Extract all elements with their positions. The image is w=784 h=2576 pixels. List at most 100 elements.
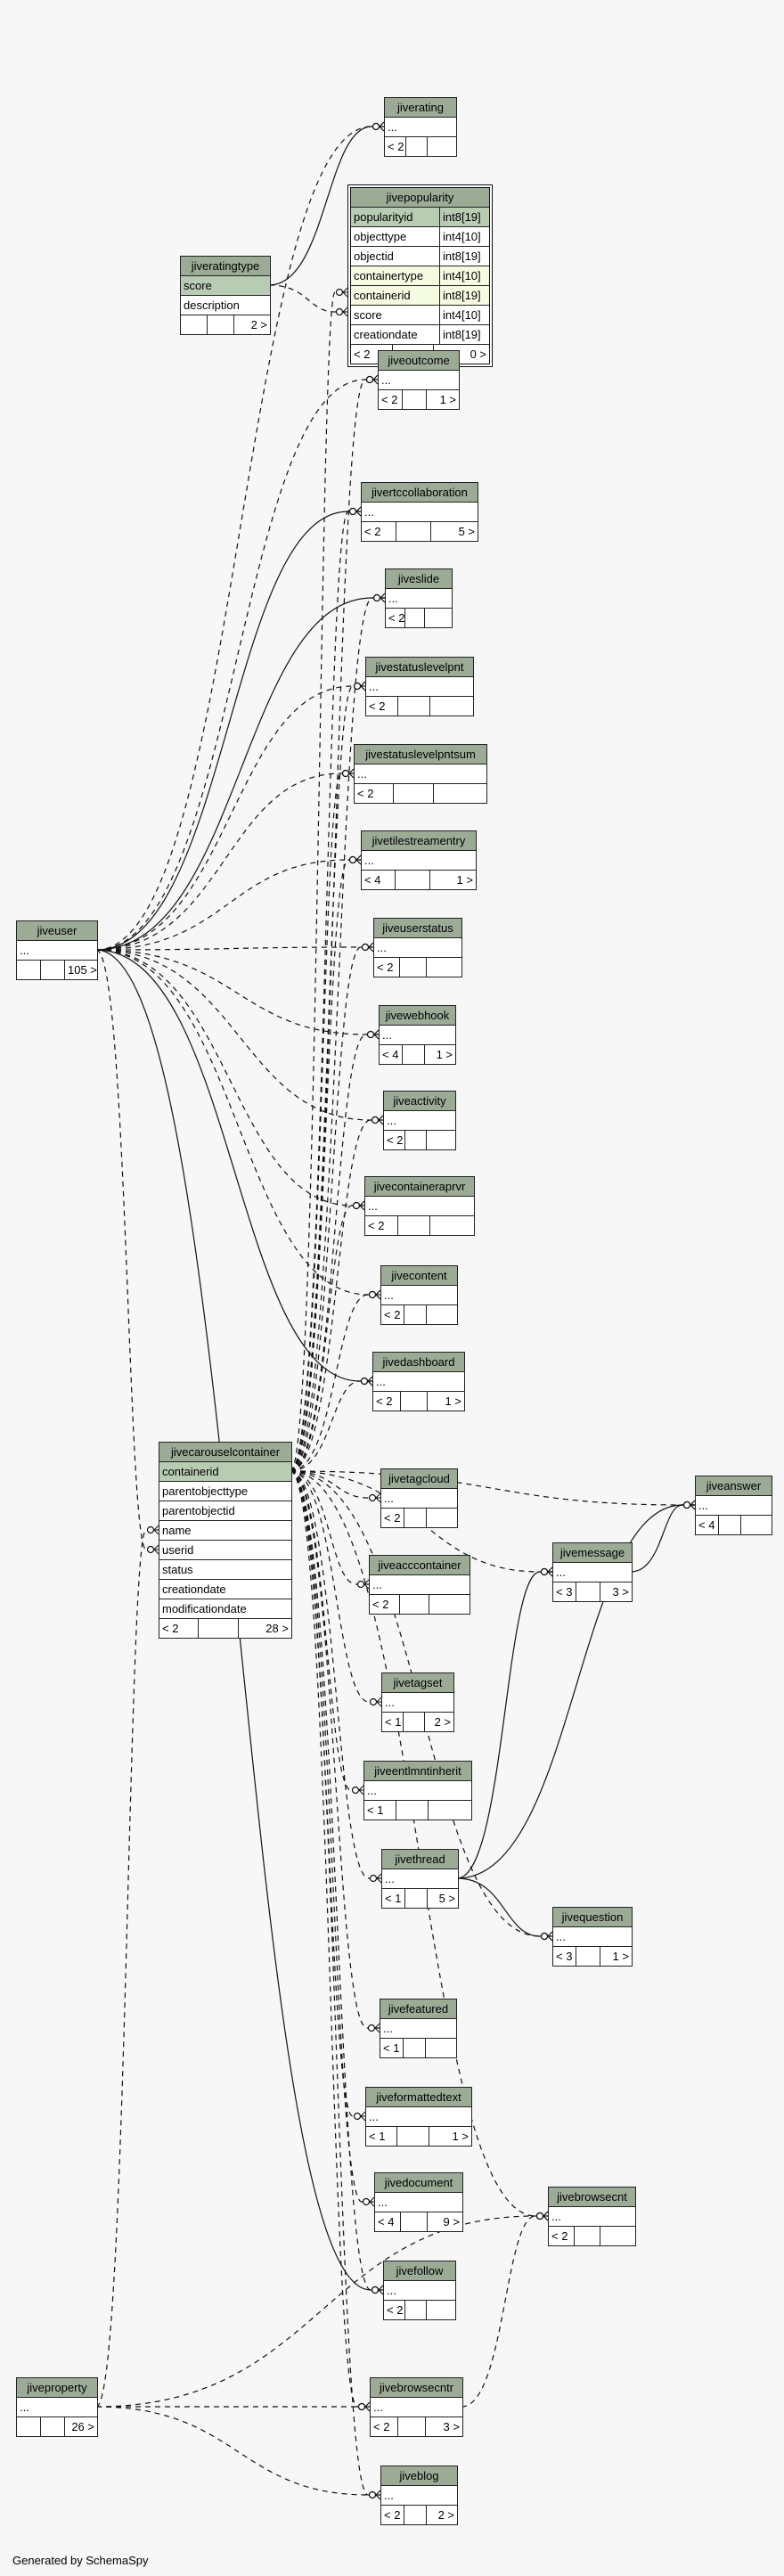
- collapsed-columns[interactable]: ...: [696, 1496, 772, 1516]
- collapsed-columns[interactable]: ...: [374, 938, 461, 958]
- column-name: containertype: [354, 269, 424, 282]
- table-jiveproperty[interactable]: jiveproperty...26 >: [16, 2377, 98, 2437]
- table-jivetagcloud[interactable]: jivetagcloud...< 2: [380, 1468, 458, 1528]
- collapsed-columns[interactable]: ...: [381, 1286, 457, 1305]
- collapsed-columns[interactable]: ...: [371, 2398, 462, 2417]
- collapsed-columns[interactable]: ...: [553, 1563, 632, 1582]
- parents-count: < 1: [382, 1713, 404, 1731]
- column-name: parentobjecttype: [162, 1484, 249, 1498]
- table-jivecontent[interactable]: jivecontent...< 2: [380, 1265, 458, 1325]
- collapsed-columns[interactable]: ...: [17, 941, 97, 961]
- collapsed-columns[interactable]: ...: [384, 2281, 455, 2301]
- table-stats: < 1: [364, 1801, 471, 1820]
- collapsed-columns[interactable]: ...: [364, 1781, 471, 1801]
- rows-count: [400, 1595, 430, 1614]
- collapsed-columns[interactable]: ...: [362, 503, 478, 522]
- collapsed-columns[interactable]: ...: [386, 589, 452, 609]
- column-row-parentobjecttype[interactable]: parentobjecttype: [159, 1482, 291, 1501]
- optional-many-marker: [365, 375, 374, 384]
- collapsed-columns[interactable]: ...: [381, 2486, 457, 2506]
- column-row-description[interactable]: description: [181, 296, 270, 315]
- collapsed-columns[interactable]: ...: [385, 118, 456, 137]
- collapsed-columns[interactable]: ...: [366, 677, 473, 697]
- collapsed-columns[interactable]: ...: [370, 1575, 470, 1595]
- children-count: 1 >: [439, 393, 456, 406]
- collapsed-columns[interactable]: ...: [380, 2019, 456, 2039]
- collapsed-columns[interactable]: ...: [366, 2107, 471, 2127]
- collapsed-columns[interactable]: ...: [382, 1693, 453, 1713]
- column-row-modificationdate[interactable]: modificationdate: [159, 1599, 291, 1619]
- table-jiveanswer[interactable]: jiveanswer...< 4: [695, 1476, 772, 1535]
- table-jivestatuslevelpnt[interactable]: jivestatuslevelpnt...< 2: [365, 657, 474, 716]
- table-jivestatuslevelpntsum[interactable]: jivestatuslevelpntsum...< 2: [354, 744, 487, 804]
- column-row-containerid[interactable]: containerid: [159, 1462, 291, 1482]
- table-title: jivethread: [382, 1850, 458, 1869]
- table-title: jivertccollaboration: [362, 483, 478, 503]
- table-jivefollow[interactable]: jivefollow...< 2: [383, 2261, 456, 2320]
- column-name: ...: [385, 1872, 395, 1885]
- column-row-status[interactable]: status: [159, 1560, 291, 1580]
- table-jivecontaineraprvr[interactable]: jivecontaineraprvr...< 2: [364, 1176, 475, 1236]
- column-name: parentobjectid: [162, 1504, 235, 1517]
- children-count: 1 >: [456, 873, 473, 887]
- column-row-score[interactable]: score: [181, 276, 270, 296]
- table-jiveentlmntinherit[interactable]: jiveentlmntinherit...< 1: [363, 1761, 472, 1820]
- column-name: containerid: [162, 1465, 219, 1478]
- collapsed-columns[interactable]: ...: [381, 1489, 457, 1509]
- collapsed-columns[interactable]: ...: [373, 1372, 464, 1392]
- optional-many-marker: [540, 1567, 549, 1576]
- table-jiveslide[interactable]: jiveslide...< 2: [385, 568, 453, 628]
- column-row-name[interactable]: name: [159, 1521, 291, 1541]
- collapsed-columns[interactable]: ...: [375, 2193, 462, 2212]
- table-jiveacccontainer[interactable]: jiveacccontainer...< 2: [369, 1555, 470, 1615]
- table-jivebrowsecnt[interactable]: jivebrowsecnt...< 2: [548, 2187, 636, 2246]
- collapsed-columns[interactable]: ...: [382, 1869, 458, 1889]
- table-jivefeatured[interactable]: jivefeatured...< 1: [380, 1999, 457, 2058]
- table-jiveactivity[interactable]: jiveactivity...< 2: [383, 1091, 456, 1150]
- table-jiveuser[interactable]: jiveuser...105 >: [16, 920, 98, 980]
- collapsed-columns[interactable]: ...: [355, 765, 486, 784]
- column-row-parentobjectid[interactable]: parentobjectid: [159, 1501, 291, 1521]
- collapsed-columns[interactable]: ...: [365, 1197, 474, 1216]
- column-row-creationdate[interactable]: creationdate: [159, 1580, 291, 1599]
- collapsed-columns[interactable]: ...: [17, 2398, 97, 2417]
- collapsed-columns[interactable]: ...: [384, 1111, 455, 1131]
- parents-count: < 2: [370, 1595, 400, 1614]
- optional-many-marker: [368, 1290, 377, 1299]
- crows-foot-marker: [360, 2111, 366, 2122]
- collapsed-columns[interactable]: ...: [553, 1927, 632, 1947]
- collapsed-columns[interactable]: ...: [379, 371, 459, 390]
- table-jiveuserstatus[interactable]: jiveuserstatus...< 2: [373, 918, 462, 977]
- optional-many-marker: [369, 1697, 378, 1706]
- crows-foot-marker: [368, 942, 374, 953]
- collapsed-columns[interactable]: ...: [549, 2207, 635, 2227]
- collapsed-columns[interactable]: ...: [380, 1026, 455, 1045]
- table-jiverating[interactable]: jiverating...< 2: [384, 97, 457, 157]
- collapsed-columns[interactable]: ...: [362, 851, 476, 871]
- column-row-userid[interactable]: userid: [159, 1541, 291, 1560]
- table-stats: < 2: [355, 784, 486, 803]
